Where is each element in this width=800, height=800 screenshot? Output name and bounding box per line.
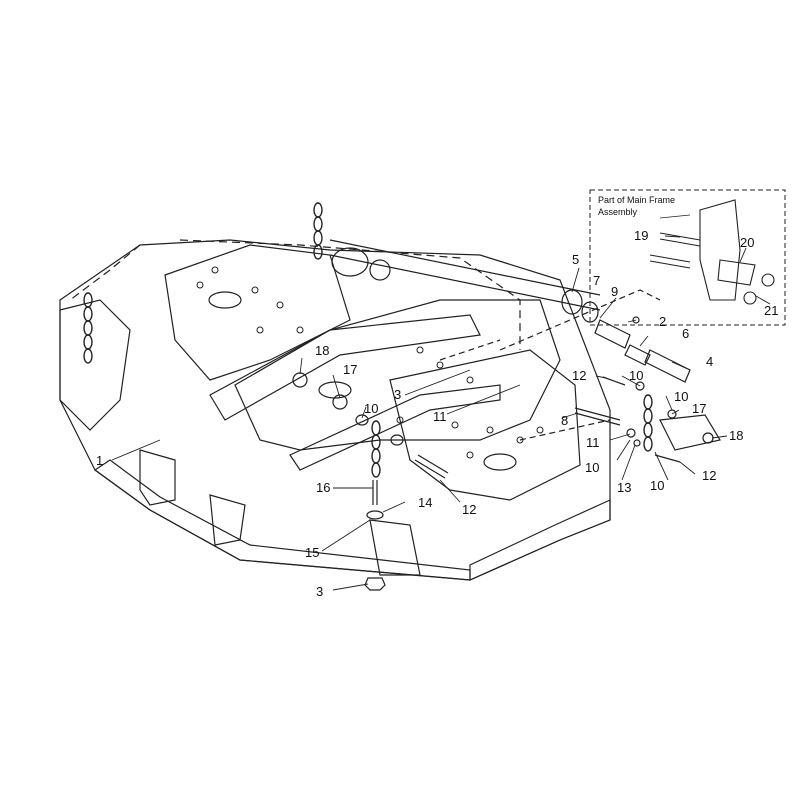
deck-left-skirt	[59, 299, 131, 431]
lift-rod	[372, 480, 378, 505]
spacer-9	[594, 319, 631, 349]
washer-10-left	[355, 414, 369, 426]
lift-arm-left	[209, 314, 481, 421]
callout-12-center: 12	[462, 502, 476, 517]
callout-10-lower: 10	[650, 478, 664, 493]
chain-right	[643, 394, 653, 452]
washer-10-center	[390, 434, 404, 446]
nut-3-lower	[364, 577, 386, 591]
callout-15: 15	[305, 545, 319, 560]
callout-10-left: 10	[364, 401, 378, 416]
pivot-shaft	[329, 239, 601, 311]
inset-bracket-20	[717, 259, 756, 286]
callout-10-middle: 10	[585, 460, 599, 475]
inset-nut-21a	[761, 273, 775, 287]
callout-2: 2	[659, 314, 666, 329]
callout-3-lower: 3	[316, 584, 323, 599]
bolt-12-lower	[654, 454, 681, 463]
callout-17-left: 17	[343, 362, 357, 377]
mounting-holes	[196, 266, 544, 459]
callout-7: 7	[593, 273, 600, 288]
callout-8: 8	[561, 413, 568, 428]
tube-6	[624, 344, 651, 366]
callout-13: 13	[617, 480, 631, 495]
hidden-lines-right	[439, 289, 661, 441]
deck-side-skirt	[469, 499, 611, 581]
inset-frame-plate	[699, 199, 741, 301]
front-bracket-1	[139, 449, 176, 506]
callout-17-right: 17	[692, 401, 706, 416]
inset-bolt-19a	[659, 232, 701, 247]
callouts: 1 2 3 3 4 5 6 7 8 9 10 10 10 10 10 11 11…	[96, 228, 778, 599]
callout-19: 19	[634, 228, 648, 243]
callout-3-upper: 3	[394, 387, 401, 402]
inset-main-frame: Part of Main Frame Assembly	[589, 189, 786, 326]
lift-arm-right	[289, 384, 501, 471]
bushing-17-left	[332, 394, 348, 410]
bracket-17-right	[659, 414, 721, 451]
leader-lines	[111, 235, 771, 591]
callout-11-right: 11	[586, 435, 600, 450]
deck-hidden-outline	[69, 239, 521, 350]
fitting-2	[632, 316, 640, 324]
right-deck-plate	[389, 349, 581, 501]
pin-4	[644, 349, 691, 383]
callout-4: 4	[706, 354, 713, 369]
bushing-5	[561, 289, 583, 315]
inset-nut-21b	[743, 291, 757, 305]
callout-14: 14	[418, 495, 432, 510]
callout-16: 16	[316, 480, 330, 495]
callout-10-right: 10	[674, 389, 688, 404]
washer-14	[366, 510, 384, 520]
chain-rear	[313, 202, 323, 260]
pivot-hardware	[561, 289, 714, 463]
inset-title-line2: Assembly	[598, 207, 638, 217]
chain-center	[371, 420, 381, 478]
deck-shell	[59, 239, 611, 581]
callout-20: 20	[740, 235, 754, 250]
left-deck-plate	[164, 244, 351, 381]
callout-12-right: 12	[702, 468, 716, 483]
spindle-hole-center	[318, 381, 352, 399]
callout-18-right: 18	[729, 428, 743, 443]
deck-front-skirt	[93, 459, 471, 581]
bolt-8	[574, 407, 621, 426]
callout-6: 6	[682, 326, 689, 341]
bolt-12-center	[414, 454, 449, 479]
chain-left	[83, 292, 93, 364]
center-deck-plate	[234, 299, 561, 451]
callout-9: 9	[611, 284, 618, 299]
callout-18-left: 18	[315, 343, 329, 358]
callout-21: 21	[764, 303, 778, 318]
spindle-hole-right	[483, 453, 517, 471]
bolt-12-upper	[602, 376, 626, 386]
callout-12-upper: 12	[572, 368, 586, 383]
callout-11-left: 11	[433, 409, 447, 424]
inset-bolt-19b	[649, 254, 691, 269]
rear-rail	[369, 519, 421, 576]
inset-title-line1: Part of Main Frame	[598, 195, 675, 205]
front-bracket-2	[209, 494, 246, 546]
inset-border	[589, 189, 786, 326]
spindle-hole-left	[208, 291, 242, 309]
pivot-tube	[331, 247, 369, 277]
callout-1: 1	[96, 453, 103, 468]
callout-10-upper: 10	[629, 368, 643, 383]
callout-5: 5	[572, 252, 579, 267]
